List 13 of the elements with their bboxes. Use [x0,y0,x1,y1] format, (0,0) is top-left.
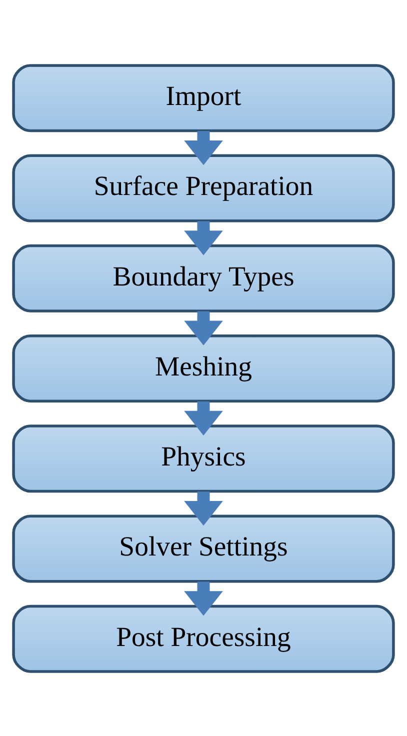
node-box: Boundary Types [12,244,395,312]
node-box: Meshing [12,334,395,402]
arrow [184,400,223,436]
node-box: Solver Settings [12,514,395,582]
node-box: Post Processing [12,604,395,672]
node-box: Surface Preparation [12,154,395,222]
node-box: Physics [12,424,395,492]
arrow [184,310,223,345]
arrow [184,581,223,616]
arrow [184,491,223,526]
node-box: Import [12,64,395,132]
arrow [184,130,223,165]
arrow [184,220,223,255]
